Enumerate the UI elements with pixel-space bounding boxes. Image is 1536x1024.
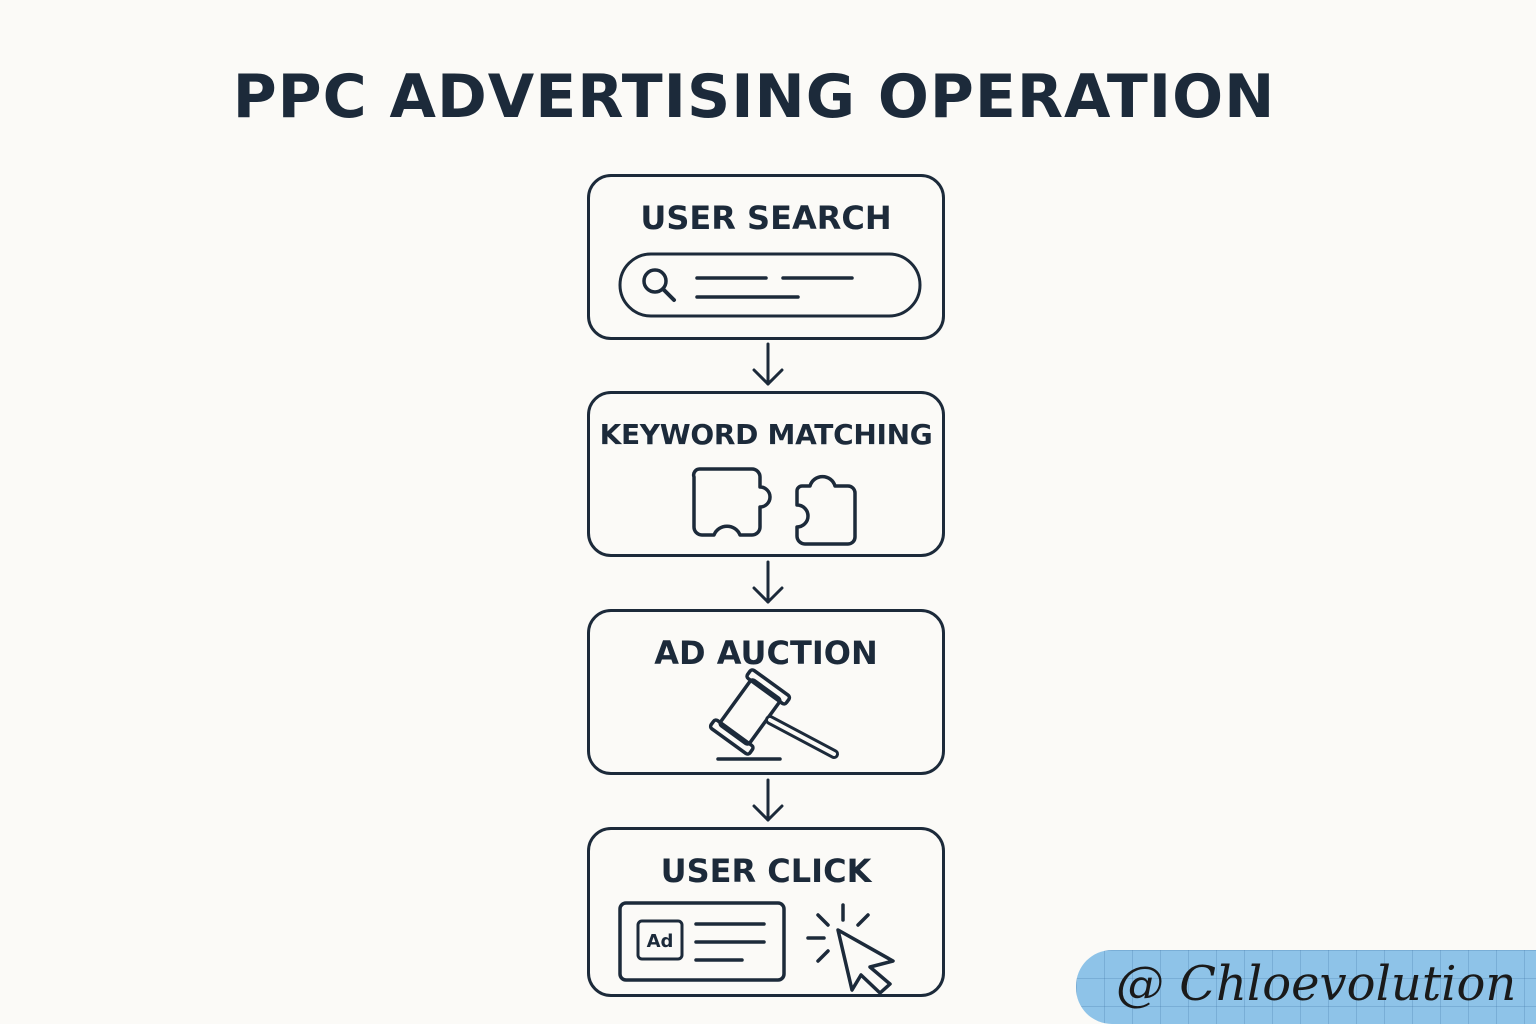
ad-click-icon: Ad xyxy=(618,901,895,995)
ad-badge-text: Ad xyxy=(647,931,674,952)
puzzle-pieces-icon xyxy=(691,467,857,546)
ad-card-icon xyxy=(618,901,786,982)
step-user-search: USER SEARCH xyxy=(587,174,945,340)
step-label: USER SEARCH xyxy=(640,199,892,237)
watermark: @ Chloevolution xyxy=(1076,950,1536,1024)
watermark-text: @ Chloevolution xyxy=(1116,956,1517,1012)
search-bar-icon xyxy=(618,252,922,318)
arrow-down-icon xyxy=(752,342,784,386)
step-label: AD AUCTION xyxy=(654,634,878,672)
arrow-down-icon xyxy=(752,778,784,822)
step-label: KEYWORD MATCHING xyxy=(599,418,933,451)
step-ad-auction: AD AUCTION xyxy=(587,609,945,775)
gavel-icon xyxy=(708,668,839,761)
step-user-click: USER CLICK Ad xyxy=(587,827,945,997)
page-title: PPC ADVERTISING OPERATION xyxy=(232,62,1276,132)
arrow-down-icon xyxy=(752,560,784,604)
step-label: USER CLICK xyxy=(660,852,872,890)
step-keyword-matching: KEYWORD MATCHING xyxy=(587,391,945,557)
cursor-click-icon xyxy=(806,903,895,995)
